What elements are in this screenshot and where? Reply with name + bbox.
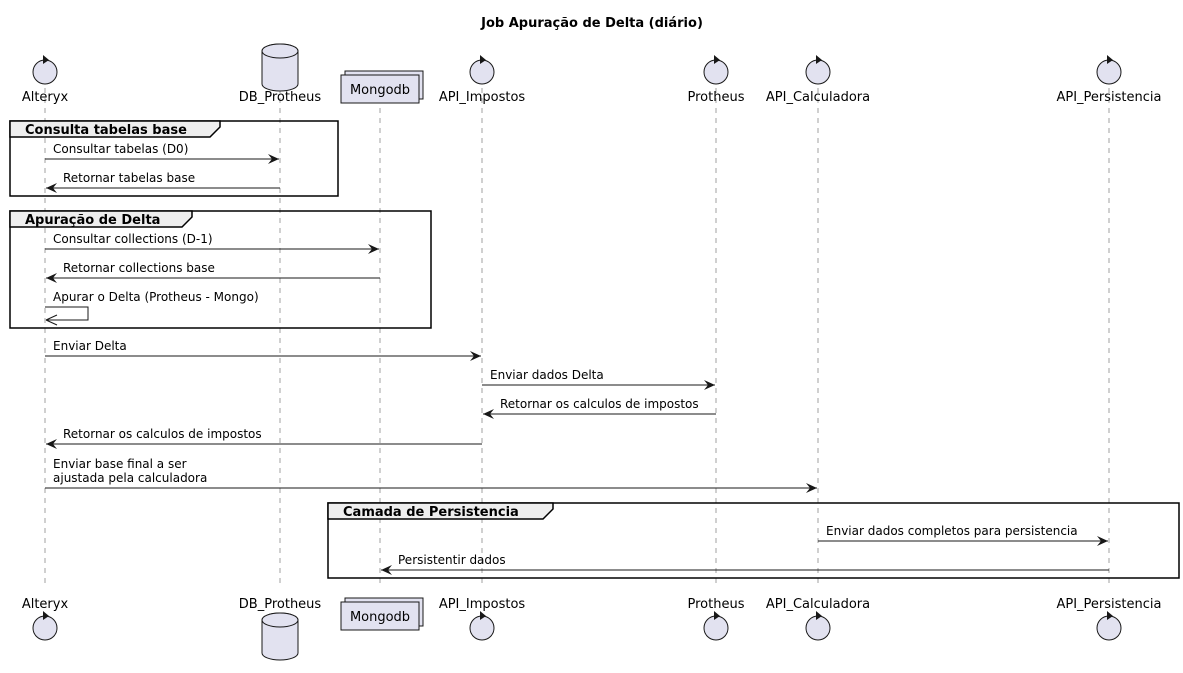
participant-alteryx-label: Alteryx: [22, 597, 69, 612]
message-3: Consultar collections (D-1): [45, 232, 379, 254]
message-label: Persistentir dados: [398, 553, 506, 567]
participant-db-top: DB_Protheus: [239, 43, 322, 105]
participant-db-icon: [261, 612, 299, 661]
message-label: Enviar dados completos para persistencia: [826, 524, 1078, 538]
participant-calc-top: API_Calculadora: [766, 55, 870, 105]
message-label: Retornar os calculos de impostos: [63, 427, 262, 441]
participant-impostos-top: API_Impostos: [439, 55, 526, 105]
participant-persist-icon: [1096, 611, 1122, 641]
participant-alteryx-bottom: Alteryx: [22, 597, 69, 641]
participant-impostos-icon: [469, 55, 495, 85]
participant-protheus-top: Protheus: [688, 55, 745, 105]
participant-mongo-top: Mongodb: [340, 70, 424, 104]
message-label: Retornar collections base: [63, 261, 215, 275]
participant-alteryx-label: Alteryx: [22, 90, 69, 105]
participant-alteryx-icon: [32, 55, 58, 85]
message-label: Enviar Delta: [53, 339, 127, 353]
participant-db-bottom: DB_Protheus: [239, 597, 322, 661]
participant-protheus-label: Protheus: [688, 597, 745, 612]
participant-calc-label: API_Calculadora: [766, 597, 870, 612]
participant-mongo-bottom: Mongodb: [340, 597, 424, 631]
message-9: Retornar os calculos de impostos: [46, 427, 482, 449]
message-label: Apurar o Delta (Protheus - Mongo): [53, 290, 259, 304]
message-label: Enviar base final a ser: [53, 457, 187, 471]
diagram-title: Job Apuração de Delta (diário): [480, 16, 703, 31]
participant-mongo-label: Mongodb: [350, 610, 410, 625]
message-4: Retornar collections base: [46, 261, 380, 283]
message-11: Enviar dados completos para persistencia: [818, 524, 1108, 546]
participant-persist-top: API_Persistencia: [1056, 55, 1162, 105]
message-5: Apurar o Delta (Protheus - Mongo): [45, 290, 259, 326]
participant-calc-icon: [805, 611, 831, 641]
participant-persist-label: API_Persistencia: [1056, 597, 1161, 612]
participant-protheus-bottom: Protheus: [688, 597, 745, 641]
message-8: Retornar os calculos de impostos: [483, 397, 716, 419]
participant-persist-bottom: API_Persistencia: [1056, 597, 1162, 641]
participant-db-label: DB_Protheus: [239, 90, 322, 105]
message-6: Enviar Delta: [45, 339, 481, 361]
message-label: Retornar os calculos de impostos: [500, 397, 699, 411]
participant-impostos-bottom: API_Impostos: [439, 597, 526, 641]
participant-db-icon: [261, 43, 299, 92]
group-frame-1: Consulta tabelas base: [9, 120, 339, 197]
participant-alteryx-icon: [32, 611, 58, 641]
group-label: Camada de Persistencia: [343, 505, 519, 520]
message-7: Enviar dados Delta: [482, 368, 715, 390]
participant-protheus-label: Protheus: [688, 90, 745, 105]
participant-impostos-icon: [469, 611, 495, 641]
group-label: Consulta tabelas base: [25, 123, 187, 138]
message-2: Retornar tabelas base: [46, 171, 280, 193]
participant-mongo-box: Mongodb: [340, 597, 424, 631]
group-label: Apuração de Delta: [25, 213, 160, 228]
participant-impostos-label: API_Impostos: [439, 90, 526, 105]
participant-mongo-box: Mongodb: [340, 70, 424, 104]
message-label: ajustada pela calculadora: [53, 471, 207, 485]
participant-calc-label: API_Calculadora: [766, 90, 870, 105]
message-12: Persistentir dados: [381, 553, 1109, 575]
participant-calc-icon: [805, 55, 831, 85]
group-frame-2: Apuração de Delta: [9, 210, 432, 329]
message-label: Enviar dados Delta: [490, 368, 604, 382]
participant-persist-label: API_Persistencia: [1056, 90, 1161, 105]
group-frame-3: Camada de Persistencia: [327, 502, 1180, 579]
message-label: Consultar collections (D-1): [53, 232, 213, 246]
participant-calc-bottom: API_Calculadora: [766, 597, 870, 641]
participant-impostos-label: API_Impostos: [439, 597, 526, 612]
message-label: Consultar tabelas (D0): [53, 142, 188, 156]
participant-protheus-icon: [703, 611, 729, 641]
participant-alteryx-top: Alteryx: [22, 55, 69, 105]
participant-db-label: DB_Protheus: [239, 597, 322, 612]
message-label: Retornar tabelas base: [63, 171, 195, 185]
message-1: Consultar tabelas (D0): [45, 142, 279, 164]
participant-mongo-label: Mongodb: [350, 83, 410, 98]
participant-persist-icon: [1096, 55, 1122, 85]
participant-protheus-icon: [703, 55, 729, 85]
